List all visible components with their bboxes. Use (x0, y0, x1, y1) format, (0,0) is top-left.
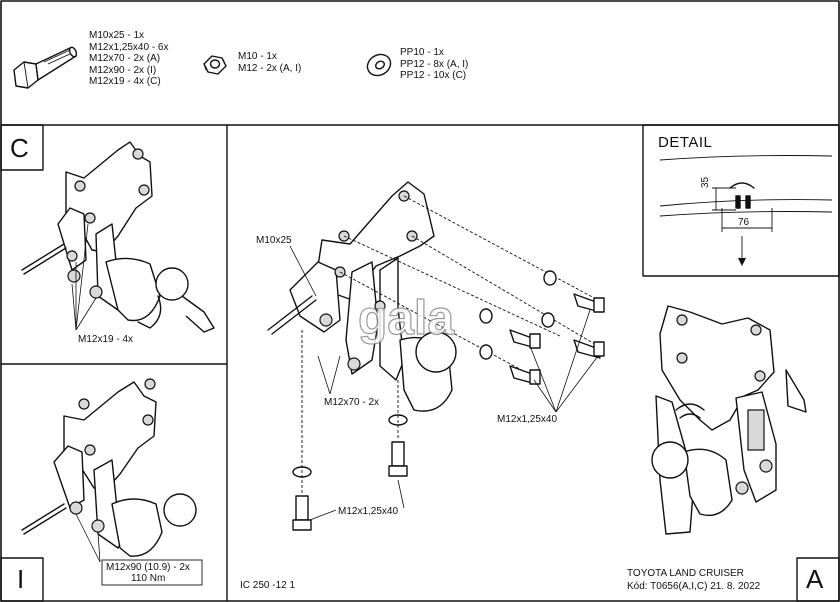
nut-icon (203, 55, 227, 75)
drawing-code: IC 250 -12 1 (240, 580, 296, 591)
bolt-item: M12x90 - 2x (I) (89, 64, 157, 76)
bolt-list: M10x25 - 1x M12x1,25x40 - 6x M12x70 - 2x… (89, 30, 169, 88)
bolt-icon (13, 46, 78, 89)
callout-a-m10: M10x25 (256, 235, 292, 246)
washer-item: PP12 - 10x (C) (400, 70, 467, 81)
callout-a-m12x125-right: M12x1,25x40 (497, 414, 558, 425)
product-code-date: Kód: T0656(A,I,C) 21. 8. 2022 (627, 581, 761, 592)
detail-dim-horizontal: 76 (738, 217, 750, 228)
callout-a-m12x70: M12x70 - 2x (324, 397, 380, 408)
detail-title: DETAIL (658, 134, 713, 151)
detail-dim-vertical: 35 (700, 176, 711, 188)
callout-c-bolts: M12x19 - 4x (78, 334, 134, 345)
bolt-item: M10x25 - 1x (89, 30, 145, 41)
washer-list: PP10 - 1x PP12 - 8x (A, I) PP12 - 10x (C… (400, 47, 468, 82)
detail-diagram (659, 155, 833, 266)
callout-i-torque: 110 Nm (131, 573, 166, 584)
towbar-c-drawing (21, 141, 215, 333)
nut-list: M10 - 1x M12 - 2x (A, I) (238, 51, 301, 74)
towbar-i-drawing (21, 378, 203, 586)
bolt-item: M12x1,25x40 - 6x (89, 41, 169, 53)
washer-item: PP10 - 1x (400, 47, 444, 58)
variant-label-c: C (10, 133, 29, 163)
nut-item: M10 - 1x (238, 51, 277, 62)
nut-item: M12 - 2x (A, I) (238, 62, 302, 74)
towbar-a-exploded-drawing (267, 181, 605, 531)
variant-label-i: I (17, 564, 25, 594)
watermark-text: gala (358, 292, 454, 345)
washer-icon (366, 53, 392, 77)
gala-watermark: gala (357, 291, 455, 345)
vehicle-name: TOYOTA LAND CRUISER (627, 568, 744, 579)
bolt-item: M12x70 - 2x (A) (89, 53, 161, 64)
bolt-item: M12x19 - 4x (C) (89, 76, 161, 87)
washer-item: PP12 - 8x (A, I) (400, 58, 469, 70)
callout-a-m12x125-bottom: M12x1,25x40 (338, 506, 399, 517)
towbar-a-assembled-drawing (651, 305, 807, 535)
variant-label-a: A (806, 564, 824, 594)
callout-i-bolts: M12x90 (10.9) - 2x (106, 562, 190, 573)
